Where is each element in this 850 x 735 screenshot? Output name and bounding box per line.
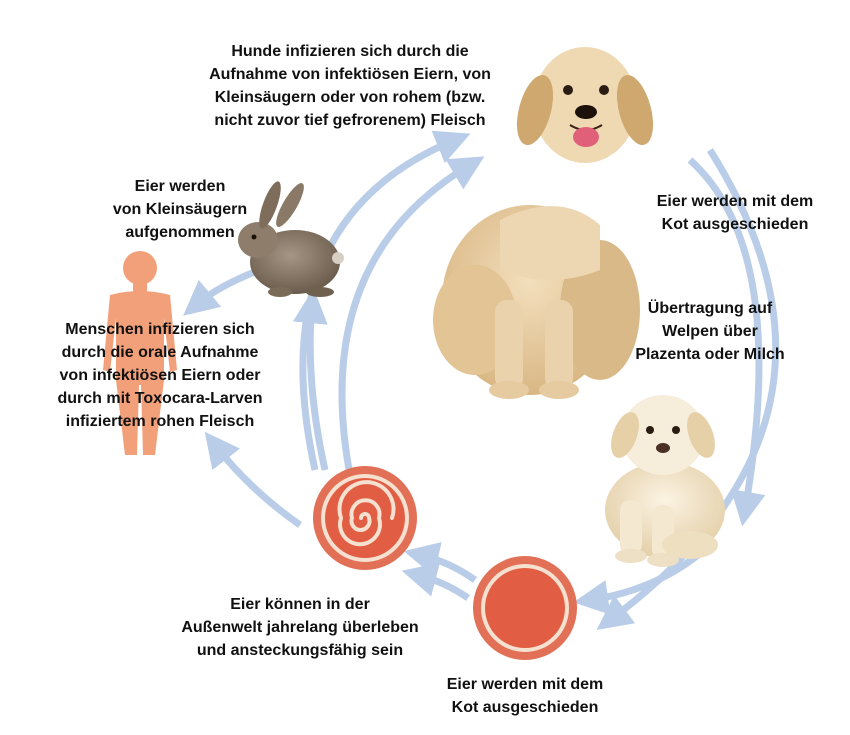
label-excretion-bottom: Eier werden mit dem Kot ausgeschieden	[400, 673, 650, 719]
label-line: nicht zuvor tief gefrorenem) Fleisch	[214, 112, 486, 129]
label-line: durch die orale Aufnahme	[61, 344, 259, 361]
label-line: infiziertem rohen Fleisch	[65, 413, 255, 430]
label-line: Kot ausgeschieden	[451, 699, 599, 716]
label-line: Menschen infizieren sich	[65, 321, 255, 338]
label-excretion-top: Eier werden mit dem Kot ausgeschieden	[630, 190, 840, 236]
arrow-egg-to-embryo-2	[401, 562, 470, 601]
label-line: Außenwelt jahrelang überleben	[181, 619, 419, 636]
label-line: Eier werden mit dem	[656, 193, 814, 210]
label-puppy-transmission: Übertragung auf Welpen über Plazenta ode…	[605, 297, 815, 366]
label-line: Aufnahme von infektiösen Eiern, von	[209, 66, 491, 83]
label-line: Welpen über	[662, 323, 758, 340]
label-line: von infektiösen Eiern oder	[59, 367, 261, 384]
label-egg-environment: Eier können in der Außenwelt jahrelang ü…	[150, 593, 450, 662]
label-line: Übertragung auf	[647, 300, 773, 317]
adult-dog-illustration	[433, 47, 654, 399]
label-line: Kot ausgeschieden	[661, 216, 809, 233]
label-human-infection: Menschen infizieren sich durch die orale…	[20, 318, 300, 433]
label-line: Eier werden mit dem	[446, 676, 604, 693]
arrow-egg-to-embryo-1	[403, 542, 478, 583]
label-line: Kleinsäugern oder von rohem (bzw.	[214, 89, 486, 106]
label-line: durch mit Toxocara-Larven	[57, 390, 263, 407]
label-rabbit: Eier werden von Kleinsäugern aufgenommen	[80, 175, 280, 244]
label-line: von Kleinsäugern	[112, 201, 248, 218]
label-line: Hunde infizieren sich durch die	[231, 43, 469, 60]
label-line: Eier werden	[134, 178, 226, 195]
label-line: Eier können in der	[230, 596, 370, 613]
puppy-illustration	[605, 395, 725, 567]
arrow-embryo-to-human	[204, 431, 303, 528]
label-line: aufgenommen	[125, 224, 235, 241]
label-line: und ansteckungsfähig sein	[196, 642, 404, 659]
rabbit-illustration	[238, 181, 344, 297]
label-dog-infection: Hunde infizieren sich durch die Aufnahme…	[170, 40, 530, 132]
human-silhouette	[103, 251, 177, 455]
unembryonated-egg-icon	[473, 556, 577, 660]
embryonated-egg-icon	[313, 466, 417, 570]
label-line: Plazenta oder Milch	[635, 346, 785, 363]
arrow-rabbit-to-human	[183, 266, 262, 316]
arrow-embryo-to-dog-inner	[338, 156, 485, 476]
arrow-embryo-to-rabbit	[292, 288, 329, 471]
